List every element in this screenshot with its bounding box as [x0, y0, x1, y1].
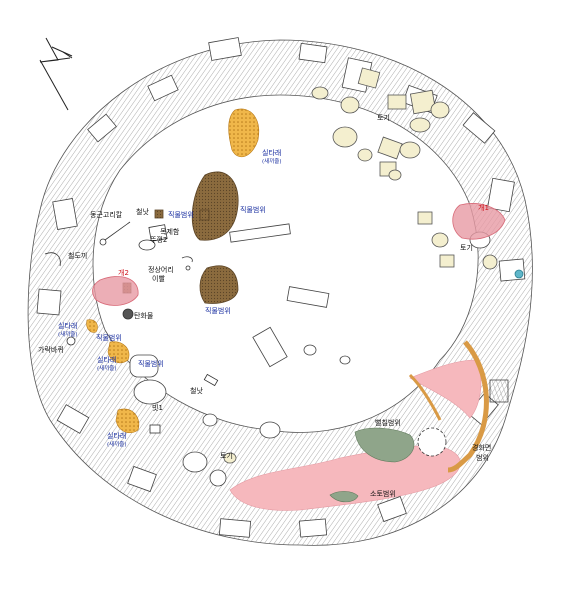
label-soil-area: 소토범위: [370, 489, 396, 498]
label-iron-sickle: 철낫: [136, 207, 149, 216]
plant-remains: [122, 171, 239, 304]
label-silk-left: 실타래: [58, 321, 77, 330]
label-iron-axe: 철도끼: [68, 251, 87, 260]
label-hearth-left: 개2: [118, 268, 129, 277]
label-silk-top-sub: (새끼줄): [262, 157, 281, 165]
label-silk-left-sub: (새끼줄): [58, 330, 77, 338]
pottery-shards: [223, 67, 498, 464]
label-charcoal: 탄화물: [134, 311, 154, 320]
label-plant-left: 직물범위: [96, 333, 122, 342]
label-wood-pot: 목제함: [160, 227, 180, 236]
hardened-floor-edge: [447, 340, 489, 473]
label-hardened-area: 경화면: [472, 443, 491, 452]
label-hearth-right: 개1: [478, 203, 489, 212]
plan-labels: 실타래 (새끼줄) 직물범위 직물범위 토기 개1 토기 동근고리칼 철낫 목제…: [38, 113, 491, 498]
label-strange-ring2: 이빨: [152, 274, 165, 283]
label-hardened-area2: 범위: [476, 453, 489, 462]
label-feature-left: 가락바퀴: [38, 345, 64, 354]
label-lid: 뚜껑2: [150, 236, 167, 244]
label-shell-area: 뻘칠범위: [375, 418, 401, 427]
north-arrow-icon: [39, 37, 73, 111]
pit-circle: [417, 427, 447, 457]
label-rope-tool: 동근고리칼: [90, 210, 123, 219]
label-silk-bottom: 실타래: [107, 431, 126, 440]
label-plant-left2: 직물범위: [138, 359, 164, 368]
label-iron-sickle2: 철낫: [190, 386, 203, 395]
hearth-areas: [92, 203, 506, 306]
hardened-floor-edge-2: [408, 373, 442, 421]
shell-areas: [329, 427, 415, 503]
label-plant-top-right: 직물범위: [240, 205, 266, 214]
label-pottery-right: 토기: [460, 243, 473, 252]
label-pottery-top: 토기: [377, 113, 390, 122]
label-silk-left2: 실타래: [97, 355, 116, 364]
label-silk-left2-sub: (새끼줄): [97, 364, 116, 372]
label-pottery-bottom: 토기: [220, 451, 233, 460]
label-silk-bottom-sub: (새끼줄): [107, 440, 126, 448]
small-artifacts: [44, 221, 524, 434]
label-silk-top: 실타래: [262, 148, 281, 157]
label-plant-top-left: 직물범위: [168, 210, 194, 219]
label-comb: 빗1: [152, 403, 163, 412]
label-strange-ring: 정상어리: [148, 265, 174, 274]
label-plant-mid: 직물범위: [205, 306, 231, 315]
silk-rope: [86, 108, 260, 433]
burnt-soil-upper: [409, 359, 482, 419]
